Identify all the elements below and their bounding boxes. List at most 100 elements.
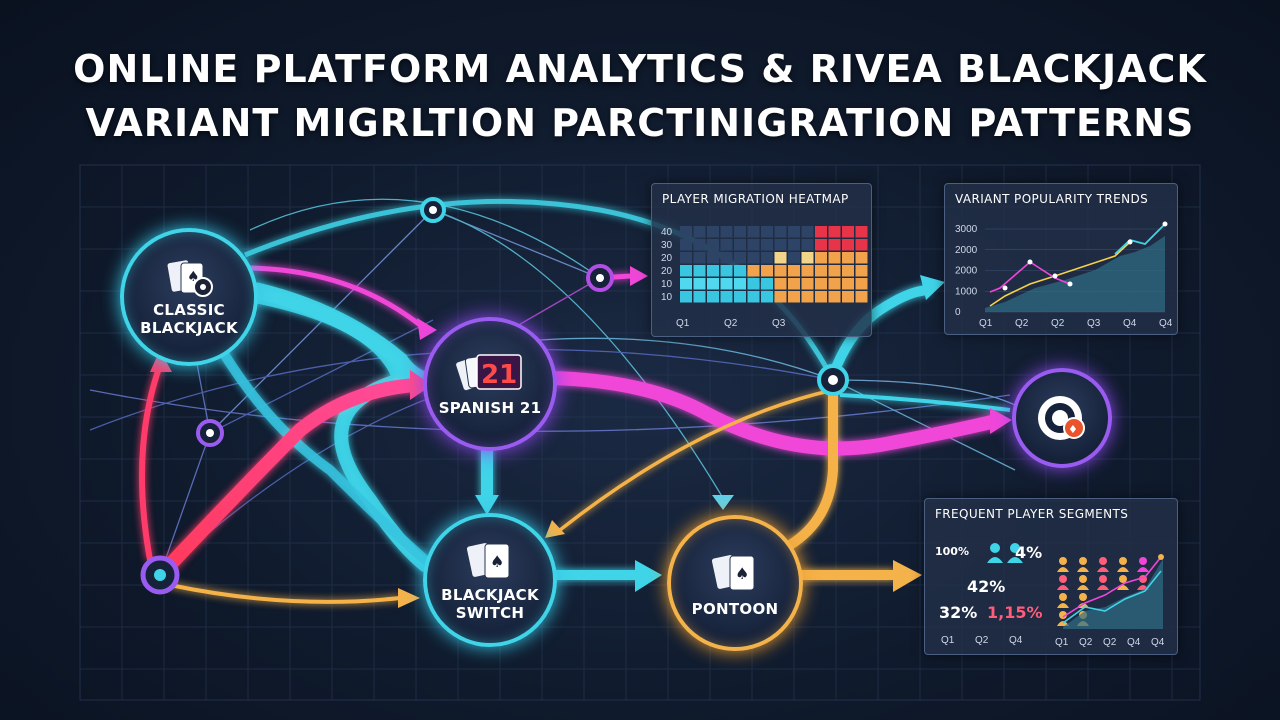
heatmap-y-tick: 20 [661,266,673,277]
segments-x-tick: Q1 [1055,637,1069,648]
svg-text:♠: ♠ [490,552,504,571]
heatmap-cell [693,278,706,290]
segments-x-tick: Q4 [1127,637,1141,648]
node-casino-chip[interactable]: ♦ [1012,368,1112,468]
heatmap-cell [801,239,814,251]
grid-border [79,164,1201,701]
trends-area [985,236,1165,312]
heatmap-x-tick: Q1 [676,318,690,329]
heatmap-cell [801,291,814,303]
person-icon-body [1057,585,1069,590]
heatmap-cell [693,252,706,264]
svg-text:♠: ♠ [735,564,749,583]
heatmap-cell [747,291,760,303]
heatmap-cell [828,239,841,251]
heatmap-cell [842,226,854,238]
heatmap-cell [761,278,773,290]
heatmap-cell [855,239,868,251]
heatmap-y-tick: 30 [661,240,673,251]
heatmap-cell [788,291,800,303]
seg-left-tick: Q2 [975,635,989,646]
arrowhead [990,408,1012,434]
heatmap-cell [842,239,854,251]
heatmap-cell [788,278,800,290]
segments-x-tick: Q4 [1151,637,1165,648]
heatmap-cell [828,252,841,264]
heatmap-cell [855,291,868,303]
heatmap-cell [774,226,787,238]
heatmap-cell [680,252,692,264]
heatmap-cell [842,265,854,277]
trends-x-tick: Q4 [1159,318,1173,329]
seg-left-tick: Q4 [1009,635,1023,646]
trends-point [1002,285,1008,291]
title-line-2: VARIANT MIGRLTION PARCTINIGRATION PATTER… [85,101,1195,145]
heatmap-cell [815,265,827,277]
segments-area [1063,559,1163,629]
heatmap-cell [855,278,868,290]
node-blackjack-switch[interactable]: ♠ BLACKJACK SWITCH [423,513,557,647]
flow-origin-to-classic [139,364,163,561]
net-line [209,319,434,434]
heatmap-cell [828,226,841,238]
heatmap-cell [815,278,827,290]
arrowheads [150,266,1012,608]
person-icon-body [1077,567,1089,572]
heatmap-cell [815,226,827,238]
arrowhead [150,350,172,372]
node-spanish-21[interactable]: 21 SPANISH 21 [423,317,557,451]
person-icon [1139,557,1147,565]
heatmap-cell [680,291,692,303]
heatmap-cell [855,265,868,277]
flow-to-trends [828,285,931,377]
segments-line-cyan [1062,570,1162,624]
trends-x-tick: Q1 [979,318,993,329]
person-icon-body [1137,567,1149,572]
heatmap-cell [788,265,800,277]
heatmap-cell [720,278,733,290]
node-classic-blackjack[interactable]: ♠ CLASSIC BLACKJACK [120,228,258,366]
heatmap-cell [801,226,814,238]
person-icon-body [1057,621,1069,626]
heatmap-cell [720,239,733,251]
trends-x-tick: Q4 [1123,318,1137,329]
cards-chip-icon: ♠ [166,259,213,297]
person-icon-body [1077,585,1089,590]
heatmap-x-tick: Q2 [724,318,738,329]
trends-y-tick: 0 [955,307,961,318]
arrowhead [410,370,432,400]
heatmap-cell [707,239,719,251]
heatmap-cell [747,265,760,277]
cards-icon: ♠ [465,542,510,579]
node-pontoon[interactable]: ♠ PONTOON [667,515,803,651]
flow-origin-to-spanish [158,378,422,577]
heatmap-cell [815,252,827,264]
trends-point [1067,281,1073,287]
heatmap-cell [855,226,868,238]
stat-e: 1,15% [987,603,1043,622]
heatmap-cell [801,265,814,277]
heatmap-cell [734,291,746,303]
net-line [432,209,724,499]
trends-x-tick: Q2 [1015,318,1029,329]
flow-magenta-top [249,265,422,327]
stat-b: 4% [1015,543,1043,562]
heatmap-cell [828,265,841,277]
heatmap-cell [842,291,854,303]
heatmap-cell [761,252,773,264]
heatmap-cell [747,252,760,264]
heatmap-cell [801,252,814,264]
trends-point [1052,273,1058,279]
arrowhead [920,275,945,300]
segments-x-tick: Q2 [1079,637,1093,648]
node-classic-label-1: CLASSIC [153,301,225,319]
flow-pontoon-up [787,395,838,550]
spanish-badge: 21 [481,360,517,390]
junction-dot [596,274,604,282]
arrowhead [545,520,565,538]
heatmap-cell [801,278,814,290]
node-spanish-label: SPANISH 21 [438,399,542,417]
